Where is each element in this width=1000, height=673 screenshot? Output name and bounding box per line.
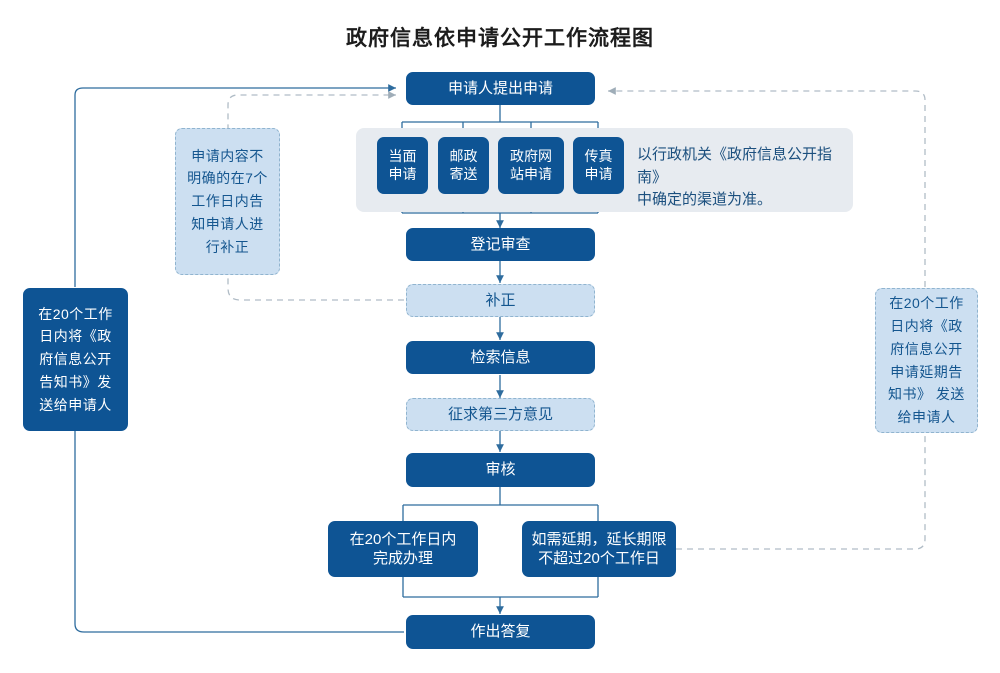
- channel-note: 以行政机关《政府信息公开指南》 中确定的渠道为准。: [637, 146, 833, 208]
- node-audit[interactable]: 审核: [406, 453, 595, 487]
- page-title: 政府信息依申请公开工作流程图: [346, 27, 654, 50]
- node-channel-postal[interactable]: 邮政 寄送: [438, 137, 489, 194]
- node-third-party-opinion[interactable]: 征求第三方意见: [406, 398, 595, 431]
- node-complete-within-20-days[interactable]: 在20个工作日内 完成办理: [328, 521, 478, 577]
- annotation-right-notice[interactable]: 在20个工作 日内将《政 府信息公开 申请延期告 知书》 发送 给申请人: [875, 288, 978, 433]
- node-channel-in-person[interactable]: 当面 申请: [377, 137, 428, 194]
- annotation-left-notice[interactable]: 在20个工作 日内将《政 府信息公开 告知书》发 送给申请人: [23, 288, 128, 431]
- annotation-supplement-notice[interactable]: 申请内容不 明确的在7个 工作日内告 知申请人进 行补正: [175, 128, 280, 275]
- node-supplement[interactable]: 补正: [406, 284, 595, 317]
- node-extension[interactable]: 如需延期，延长期限 不超过20个工作日: [522, 521, 676, 577]
- node-start[interactable]: 申请人提出申请: [406, 72, 595, 105]
- node-registration-review[interactable]: 登记审查: [406, 228, 595, 261]
- node-channel-website[interactable]: 政府网 站申请: [498, 137, 564, 194]
- node-reply[interactable]: 作出答复: [406, 615, 595, 649]
- node-retrieve-info[interactable]: 检索信息: [406, 341, 595, 374]
- node-channel-fax[interactable]: 传真 申请: [573, 137, 624, 194]
